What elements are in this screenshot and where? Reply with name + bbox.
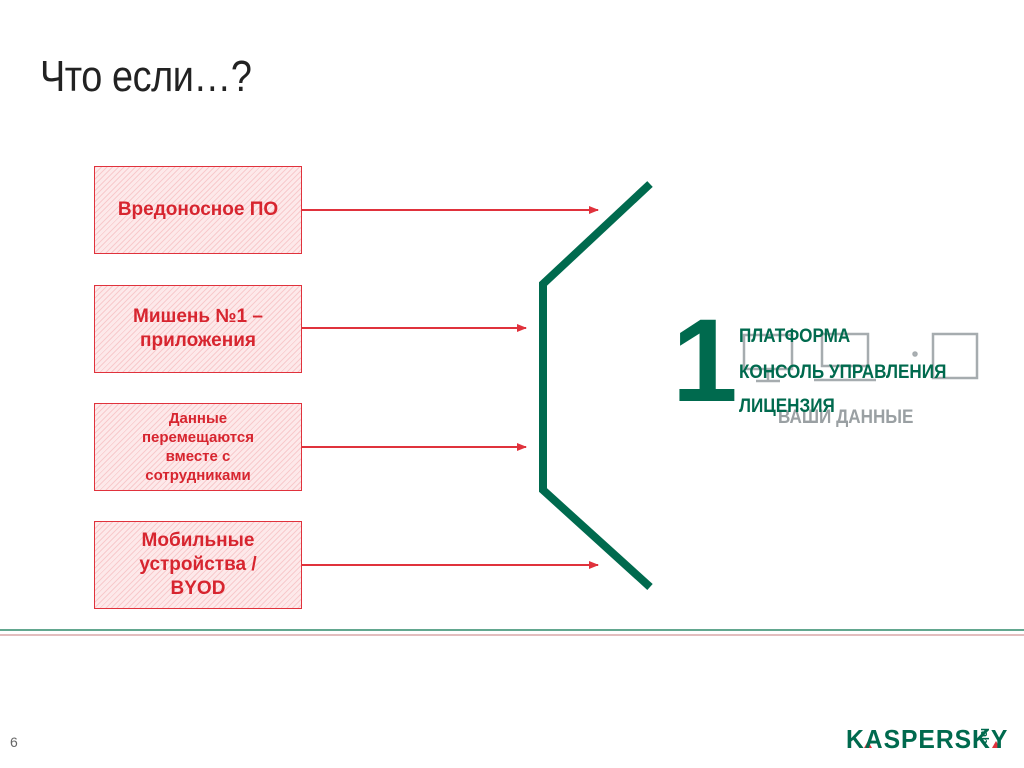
threat-box-malware: Вредоносное ПО [94, 166, 302, 254]
threat-label: сотрудниками [145, 467, 251, 484]
feature-platform: ПЛАТФОРМА [739, 326, 851, 347]
devices-ghost-icon [742, 332, 979, 383]
feature-license: ЛИЦЕНЗИЯ [739, 396, 835, 417]
threat-label: BYOD [170, 578, 226, 599]
logo-accent-icon [992, 741, 1000, 748]
ghost-label: ВАШИ ДАННЫЕ [778, 407, 914, 428]
threat-label: вместе с [165, 448, 231, 465]
threat-label: устройства / [139, 554, 257, 575]
threat-label: Мобильные [141, 530, 255, 551]
feature-console: КОНСОЛЬ УПРАВЛЕНИЯ [739, 362, 947, 383]
threat-box-mobile: Мобильные устройства / BYOD [94, 521, 302, 609]
page-number: 6 [10, 734, 18, 750]
threat-label: приложения [140, 330, 256, 351]
logo-accent-icon [864, 741, 872, 748]
threat-label: Вредоносное ПО [117, 199, 279, 220]
logo-lab-suffix: lab [978, 728, 990, 744]
threat-label: Данные [168, 410, 228, 427]
shield-bracket [539, 181, 653, 590]
threat-box-apps: Мишень №1 – приложения [94, 285, 302, 373]
threat-label: Мишень №1 – [133, 306, 263, 327]
threat-box-data: Данные перемещаются вместе с сотрудникам… [94, 403, 302, 491]
kaspersky-logo: KASPERSKY [846, 724, 1009, 754]
solution-number: 1 [672, 295, 738, 427]
slide-title: Что если…? [40, 52, 252, 101]
threat-label: перемещаются [141, 429, 254, 446]
